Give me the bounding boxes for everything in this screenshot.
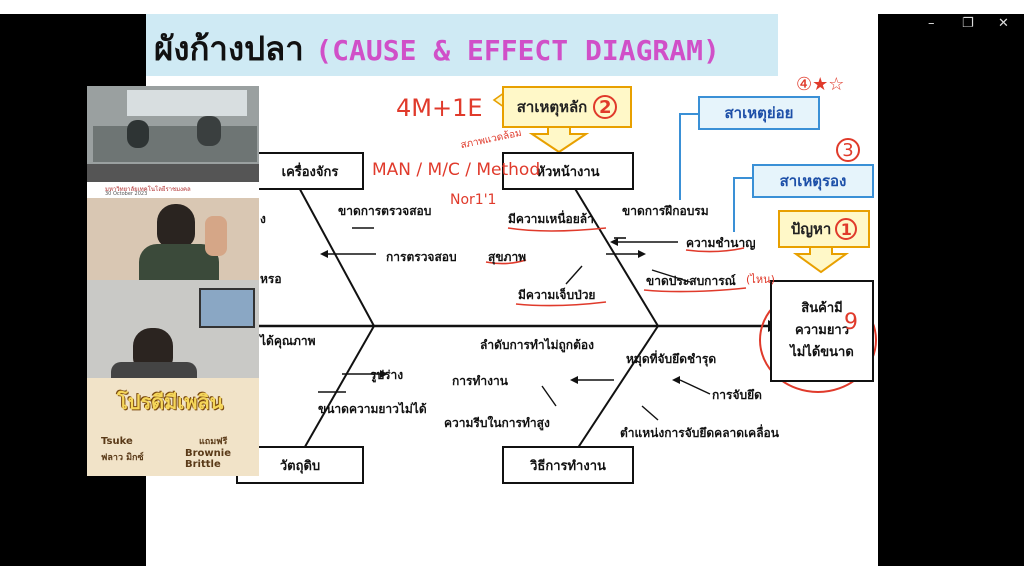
- video-tile-promo-ad[interactable]: โปรดีมีเพลิน Tsuke ฟลาว มิกซ์ แถมฟรี Bro…: [87, 378, 259, 476]
- presentation-slide: ผังก้างปลา (CAUSE & EFFECT DIAGRAM): [146, 14, 878, 566]
- cause-label: ขาดการตรวจสอบ: [338, 204, 432, 218]
- cause-label: ขาดประสบการณ์: [646, 274, 736, 288]
- handwriting-stars: ④★☆: [796, 74, 845, 95]
- promo-item: Brownie Brittle: [185, 448, 231, 470]
- right-letterbox: [878, 14, 1024, 566]
- slide-title: ผังก้างปลา (CAUSE & EFFECT DIAGRAM): [154, 22, 720, 75]
- bone-material: [293, 325, 375, 467]
- close-icon[interactable]: ✕: [998, 16, 1009, 31]
- promo-item: Tsuke: [101, 436, 133, 447]
- cause-label: ง: [260, 212, 266, 226]
- cause-label: มีความเหนื่อยล้า: [508, 212, 594, 226]
- effect-box: สินค้ามี ความยาว ไม่ได้ขนาด: [770, 280, 874, 382]
- cause-label: หมุดที่จับยึดชำรุด: [626, 352, 717, 366]
- number-badge: 1: [835, 218, 858, 240]
- person-silhouette: [127, 120, 149, 148]
- restore-icon[interactable]: ❐: [962, 16, 974, 31]
- cause-label: ได้คุณภาพ: [260, 334, 316, 348]
- cause-label: ความชำนาญ: [686, 236, 756, 250]
- bottom-strip: [0, 566, 1024, 576]
- cause-label: ลำดับการทำไม่ถูกต้อง: [480, 338, 594, 352]
- bone-head-machine: เครื่องจักร: [256, 152, 364, 190]
- person-silhouette: [197, 116, 221, 146]
- top-strip: [0, 0, 1024, 14]
- handwriting-man-mc-method: MAN / M/C / Method: [372, 160, 541, 180]
- handwriting-nine: 9: [844, 310, 858, 335]
- meeting-header: มหาวิทยาลัยเทคโนโลยีราชมงคล: [105, 186, 191, 193]
- problem-callout: ปัญหา 1: [778, 210, 870, 248]
- cause-label: การทำงาน: [452, 374, 508, 388]
- promo-title: โปรดีมีเพลิน: [117, 390, 224, 414]
- minimize-icon[interactable]: –: [928, 16, 935, 31]
- raised-hand-icon: [205, 216, 227, 256]
- cause-label: ตำแหน่งการจับยึดคลาดเคลื่อน: [620, 426, 779, 440]
- cause-label: หรอ: [260, 272, 282, 286]
- handwriting-4m1e: 4M+1E: [396, 94, 483, 122]
- title-band: ผังก้างปลา (CAUSE & EFFECT DIAGRAM): [146, 14, 778, 76]
- number-badge: 2: [593, 95, 618, 119]
- main-cause-callout: สาเหตุหลัก 2: [502, 86, 632, 128]
- promo-item: ฟลาว มิกซ์: [101, 453, 144, 463]
- video-tile-participant[interactable]: [87, 280, 259, 378]
- video-participants-panel[interactable]: มหาวิทยาลัยเทคโนโลยีราชมงคล 30 October 2…: [87, 86, 259, 476]
- sub-cause-callout: สาเหตุย่อย: [698, 96, 820, 130]
- cause-label: ขาดการฝึกอบรม: [622, 204, 709, 218]
- secondary-cause-callout: สาเหตุรอง: [752, 164, 874, 198]
- cause-label: ขนาดความยาวไม่ได้: [318, 402, 427, 416]
- cause-label: มีความเจ็บป่วย: [518, 288, 596, 302]
- fishbone-lines: [256, 88, 877, 467]
- title-thai: ผังก้างปลา: [154, 29, 304, 68]
- cause-label: การตรวจสอบ: [386, 250, 457, 264]
- meeting-date: 30 October 2023: [105, 191, 148, 197]
- cause-label: รูปร่าง: [370, 368, 404, 382]
- handwriting-note: Nor1'1: [450, 192, 497, 208]
- cause-label: สุขภาพ: [488, 250, 527, 264]
- presenter-head: [157, 204, 195, 248]
- cause-label: การจับยึด: [712, 388, 762, 402]
- bone-head-supervisor: หัวหน้างาน: [502, 152, 634, 190]
- promo-tag: แถมฟรี: [199, 437, 228, 447]
- handwriting-mai: (ไหน): [746, 273, 775, 286]
- title-english: (CAUSE & EFFECT DIAGRAM): [315, 34, 720, 67]
- number-badge: 3: [836, 138, 860, 162]
- cause-label: ความรีบในการทำสูง: [444, 416, 550, 430]
- bone-head-method: วิธีการทำงาน: [502, 446, 634, 484]
- video-tile-classroom[interactable]: [87, 86, 259, 182]
- video-tile-presenter[interactable]: มหาวิทยาลัยเทคโนโลยีราชมงคล 30 October 2…: [87, 182, 259, 280]
- bone-method: [565, 325, 659, 467]
